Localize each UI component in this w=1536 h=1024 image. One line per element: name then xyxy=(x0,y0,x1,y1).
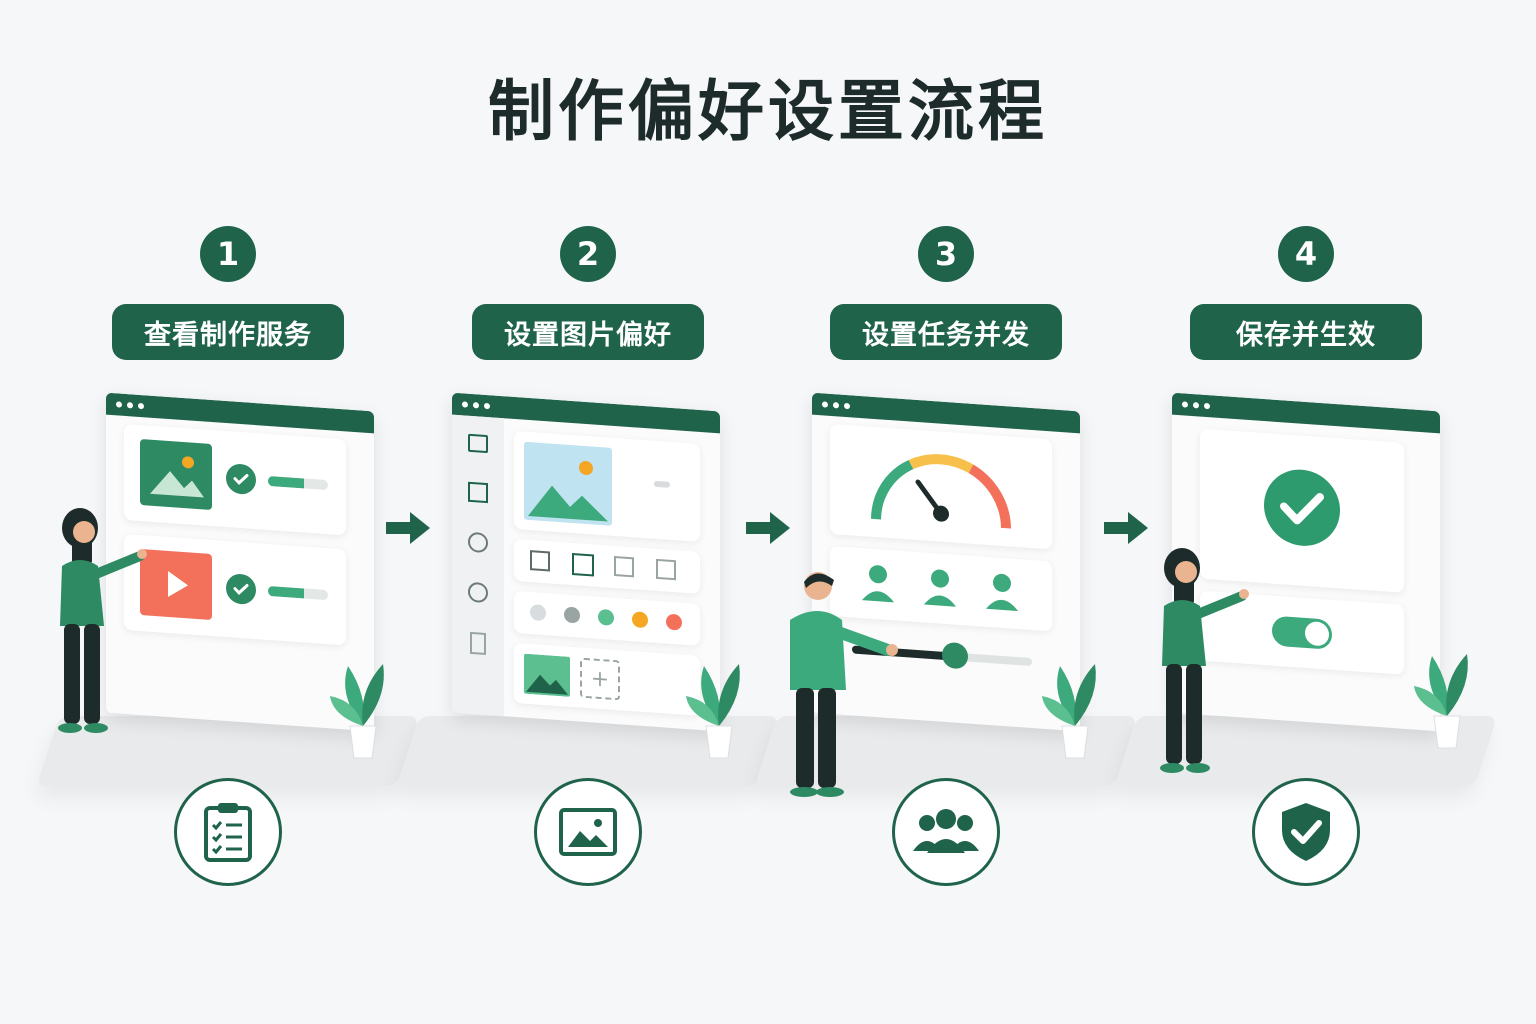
arrow-right-icon xyxy=(386,512,430,544)
clipboard-checklist-icon xyxy=(174,778,282,886)
step-label: 保存并生效 xyxy=(1190,304,1422,360)
sidebar-image-icon[interactable] xyxy=(468,433,488,454)
user-icon xyxy=(862,565,894,603)
video-service-card xyxy=(124,533,346,646)
browser-window xyxy=(106,392,374,732)
workers-card xyxy=(830,545,1052,632)
arrow-right-icon xyxy=(1104,512,1148,544)
browser-window xyxy=(1172,392,1440,732)
step-label: 设置图片偏好 xyxy=(472,304,704,360)
upload-card: + xyxy=(514,642,700,716)
crop-option[interactable] xyxy=(614,555,634,578)
step-illustration xyxy=(754,392,1138,797)
page-title: 制作偏好设置流程 xyxy=(488,73,1048,150)
user-icon xyxy=(924,569,956,607)
browser-window xyxy=(812,392,1080,732)
gauge-card xyxy=(830,423,1052,550)
add-image-button[interactable]: + xyxy=(580,657,620,701)
enable-toggle[interactable] xyxy=(1272,615,1332,650)
color-swatches xyxy=(514,590,700,646)
user-icon xyxy=(986,573,1018,612)
play-icon xyxy=(140,549,212,621)
plant-icon xyxy=(686,664,740,759)
image-thumbnail-icon xyxy=(140,439,212,511)
step-number: 1 xyxy=(200,226,256,282)
progress-bar xyxy=(268,475,328,491)
color-swatch[interactable] xyxy=(530,604,546,622)
step-illustration xyxy=(36,392,420,796)
check-circle-icon xyxy=(1264,469,1340,546)
arrow-right-icon xyxy=(746,512,790,544)
plant-icon xyxy=(330,664,384,759)
progress-bar xyxy=(268,585,328,601)
step-number: 3 xyxy=(918,226,974,282)
users-group-icon xyxy=(892,778,1000,886)
color-swatch[interactable] xyxy=(666,613,682,631)
color-swatch[interactable] xyxy=(598,608,614,626)
step-number: 4 xyxy=(1278,226,1334,282)
browser-window: + xyxy=(452,392,720,732)
woman-figure xyxy=(1160,548,1249,773)
image-service-card xyxy=(124,423,346,536)
success-card xyxy=(1200,428,1404,593)
step-3: 3 设置任务并发 xyxy=(754,226,1138,886)
gauge-icon xyxy=(871,454,1011,529)
sidebar xyxy=(452,414,504,717)
step-2: 2 设置图片偏好 xyxy=(396,226,780,886)
crop-option[interactable] xyxy=(572,553,594,577)
image-icon xyxy=(534,778,642,886)
step-1: 1 查看制作服务 xyxy=(36,226,420,886)
color-swatch[interactable] xyxy=(632,611,648,629)
plant-icon xyxy=(1042,664,1096,759)
shield-check-icon xyxy=(1252,778,1360,886)
crop-option[interactable] xyxy=(530,550,550,572)
sidebar-bookmark-icon[interactable] xyxy=(470,631,486,656)
sidebar-crop-icon[interactable] xyxy=(468,481,488,504)
crop-options xyxy=(514,538,700,594)
check-icon xyxy=(226,573,256,606)
step-label: 设置任务并发 xyxy=(830,304,1062,360)
image-preview-card xyxy=(514,430,700,542)
step-illustration: + xyxy=(396,392,780,796)
slider-handle[interactable] xyxy=(942,641,968,670)
plant-icon xyxy=(1414,654,1468,749)
step-number: 2 xyxy=(560,226,616,282)
step-illustration xyxy=(1114,392,1498,796)
woman-figure xyxy=(58,508,147,733)
color-swatch[interactable] xyxy=(564,606,580,624)
crop-option[interactable] xyxy=(656,558,676,581)
man-figure xyxy=(790,572,898,797)
step-label: 查看制作服务 xyxy=(112,304,344,360)
sidebar-palette-icon[interactable] xyxy=(468,531,488,554)
sidebar-palette-icon[interactable] xyxy=(468,581,488,604)
check-icon xyxy=(226,463,256,496)
step-4: 4 保存并生效 xyxy=(1114,226,1498,886)
